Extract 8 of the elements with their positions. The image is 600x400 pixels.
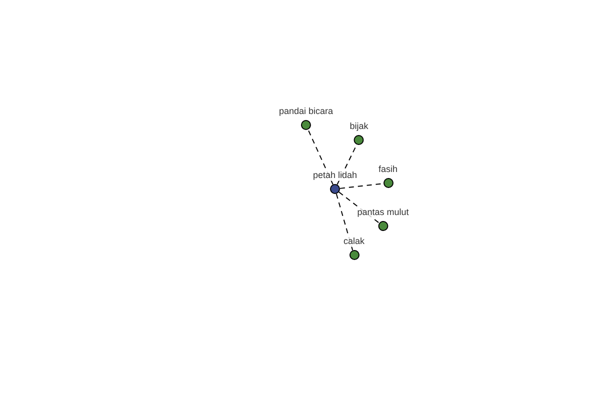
node-label: fasih xyxy=(378,164,398,175)
node-label: bijak xyxy=(348,121,370,132)
dashed-line xyxy=(336,193,354,251)
node-label: petah lidah xyxy=(312,170,358,181)
dashed-line xyxy=(308,129,334,185)
node-label: pandai bicara xyxy=(278,106,334,117)
node-label: pantas mulut xyxy=(356,207,410,218)
node-label: calak xyxy=(342,236,366,247)
